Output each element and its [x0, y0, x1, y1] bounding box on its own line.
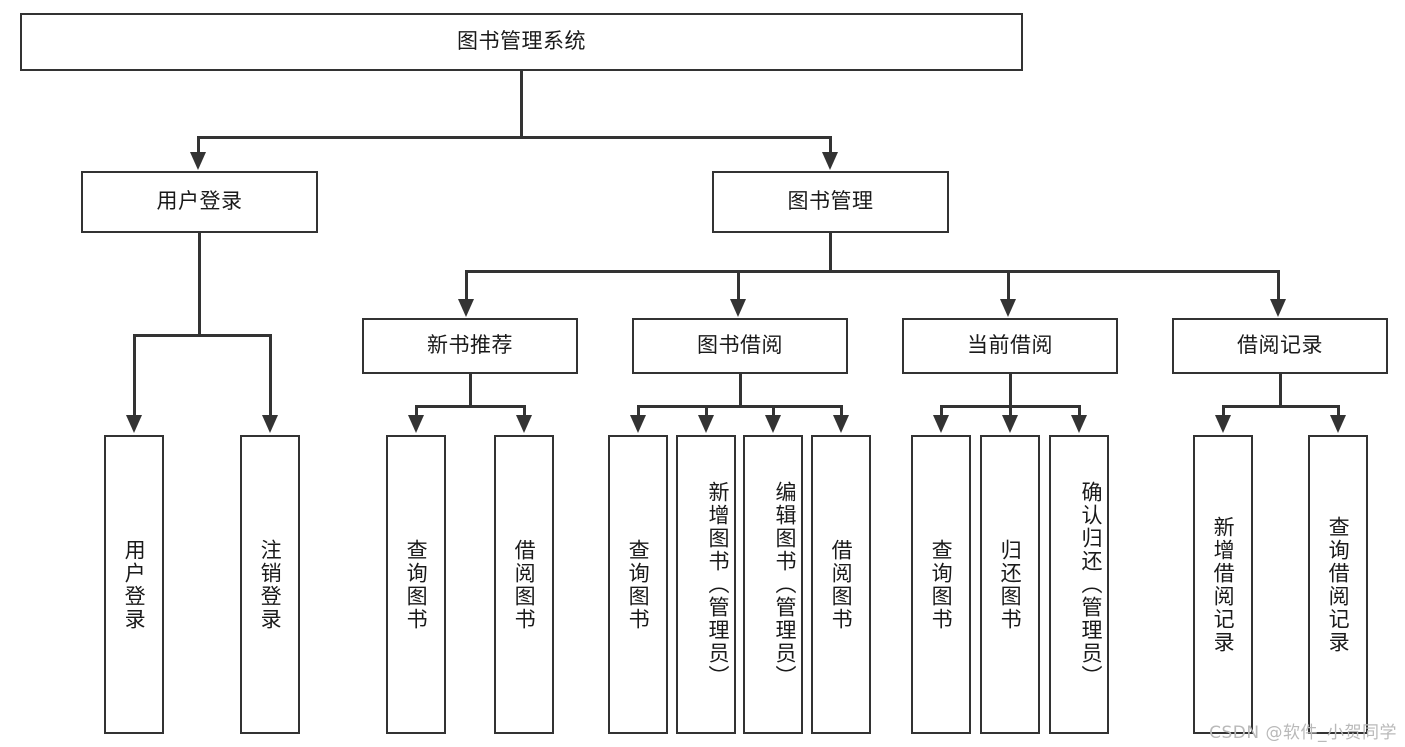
- edge-bb-to-leaf-0: [637, 405, 640, 417]
- node-label: 新增图书（管理员）: [706, 481, 730, 688]
- edge-root-stem: [520, 71, 523, 136]
- arrow-bm-to-new-book-rec: [458, 299, 474, 317]
- edge-book-management-stem: [829, 233, 832, 270]
- node-label: 用户登录: [156, 189, 243, 214]
- edge-user-login-stem: [198, 233, 201, 334]
- leaf-book-borrow-2[interactable]: 编辑图书（管理员）: [743, 435, 803, 734]
- edge-bm-to-borrow-record: [1277, 270, 1280, 302]
- arrow-cb-to-leaf-1: [1002, 415, 1018, 433]
- node-root-book-management-system[interactable]: 图书管理系统: [20, 13, 1023, 71]
- node-label: 图书管理: [787, 189, 874, 214]
- edge-root-to-book-management: [829, 136, 832, 156]
- edge-br-to-leaf-0: [1222, 405, 1225, 417]
- arrow-br-to-leaf-0: [1215, 415, 1231, 433]
- watermark-text: CSDN @软件_小贺同学: [1209, 723, 1397, 743]
- arrow-nbr-to-leaf-0: [408, 415, 424, 433]
- edge-user-login-to-leaf-1: [269, 334, 272, 417]
- arrow-bm-to-borrow-record: [1270, 299, 1286, 317]
- leaf-user-login-1[interactable]: 注销登录: [240, 435, 300, 734]
- arrow-br-to-leaf-1: [1330, 415, 1346, 433]
- edge-root-to-user-login: [197, 136, 200, 156]
- edge-user-login-branch-bar: [133, 334, 271, 337]
- edge-nbr-to-leaf-0: [415, 405, 418, 417]
- arrow-bb-to-leaf-1: [698, 415, 714, 433]
- node-label: 当前借阅: [967, 333, 1053, 358]
- leaf-borrow-record-1[interactable]: 查询借阅记录: [1308, 435, 1368, 734]
- edge-book-borrow-branch-bar: [637, 405, 842, 408]
- node-label: 查询图书: [626, 538, 651, 631]
- edge-cb-to-leaf-1: [1009, 405, 1012, 417]
- arrow-root-to-book-management: [822, 152, 838, 170]
- edge-new-book-rec-stem: [469, 374, 472, 405]
- arrow-bm-to-current-borrow: [1000, 299, 1016, 317]
- edge-cb-to-leaf-0: [940, 405, 943, 417]
- leaf-book-borrow-1[interactable]: 新增图书（管理员）: [676, 435, 736, 734]
- leaf-current-borrow-0[interactable]: 查询图书: [911, 435, 971, 734]
- leaf-new-book-rec-1[interactable]: 借阅图书: [494, 435, 554, 734]
- edge-bb-to-leaf-3: [840, 405, 843, 417]
- node-label: 新增借阅记录: [1211, 515, 1236, 654]
- arrow-bb-to-leaf-0: [630, 415, 646, 433]
- arrow-bb-to-leaf-3: [833, 415, 849, 433]
- node-user-login[interactable]: 用户登录: [81, 171, 318, 233]
- node-label: 用户登录: [122, 538, 147, 631]
- edge-br-to-leaf-1: [1337, 405, 1340, 417]
- edge-borrow-record-stem: [1279, 374, 1282, 405]
- edge-book-management-branch-bar: [465, 270, 1280, 273]
- arrow-user-login-to-leaf-1: [262, 415, 278, 433]
- edge-current-borrow-stem: [1009, 374, 1012, 405]
- edge-nbr-to-leaf-1: [523, 405, 526, 417]
- node-current-borrow[interactable]: 当前借阅: [902, 318, 1118, 374]
- node-borrow-record[interactable]: 借阅记录: [1172, 318, 1388, 374]
- leaf-user-login-0[interactable]: 用户登录: [104, 435, 164, 734]
- arrow-bm-to-book-borrow: [730, 299, 746, 317]
- node-book-borrow[interactable]: 图书借阅: [632, 318, 848, 374]
- leaf-borrow-record-0[interactable]: 新增借阅记录: [1193, 435, 1253, 734]
- edge-root-branch-bar: [197, 136, 831, 139]
- arrow-bb-to-leaf-2: [765, 415, 781, 433]
- leaf-book-borrow-3[interactable]: 借阅图书: [811, 435, 871, 734]
- leaf-current-borrow-2[interactable]: 确认归还（管理员）: [1049, 435, 1109, 734]
- node-label: 借阅图书: [512, 538, 537, 631]
- node-label: 查询图书: [404, 538, 429, 631]
- edge-user-login-to-leaf-0: [133, 334, 136, 417]
- node-book-management[interactable]: 图书管理: [712, 171, 949, 233]
- node-label: 查询借阅记录: [1326, 515, 1351, 654]
- edge-bb-to-leaf-1: [705, 405, 708, 417]
- edge-bm-to-current-borrow: [1007, 270, 1010, 302]
- arrow-nbr-to-leaf-1: [516, 415, 532, 433]
- edge-bb-to-leaf-2: [772, 405, 775, 417]
- arrow-user-login-to-leaf-0: [126, 415, 142, 433]
- node-label: 归还图书: [998, 538, 1023, 631]
- arrow-cb-to-leaf-0: [933, 415, 949, 433]
- node-label: 查询图书: [929, 538, 954, 631]
- node-label: 借阅图书: [829, 538, 854, 631]
- edge-book-borrow-stem: [739, 374, 742, 405]
- leaf-book-borrow-0[interactable]: 查询图书: [608, 435, 668, 734]
- node-label: 新书推荐: [427, 333, 513, 358]
- leaf-new-book-rec-0[interactable]: 查询图书: [386, 435, 446, 734]
- node-label: 借阅记录: [1237, 333, 1323, 358]
- node-label: 注销登录: [258, 538, 283, 631]
- edge-new-book-rec-branch-bar: [415, 405, 525, 408]
- arrow-root-to-user-login: [190, 152, 206, 170]
- node-label: 图书借阅: [697, 333, 783, 358]
- edge-borrow-record-branch-bar: [1222, 405, 1339, 408]
- node-label: 编辑图书（管理员）: [773, 481, 797, 688]
- leaf-current-borrow-1[interactable]: 归还图书: [980, 435, 1040, 734]
- node-label: 确认归还（管理员）: [1079, 481, 1103, 688]
- node-new-book-recommendation[interactable]: 新书推荐: [362, 318, 578, 374]
- arrow-cb-to-leaf-2: [1071, 415, 1087, 433]
- node-label: 图书管理系统: [457, 29, 586, 54]
- edge-cb-to-leaf-2: [1078, 405, 1081, 417]
- edge-bm-to-book-borrow: [737, 270, 740, 302]
- edge-bm-to-new-book-rec: [465, 270, 468, 302]
